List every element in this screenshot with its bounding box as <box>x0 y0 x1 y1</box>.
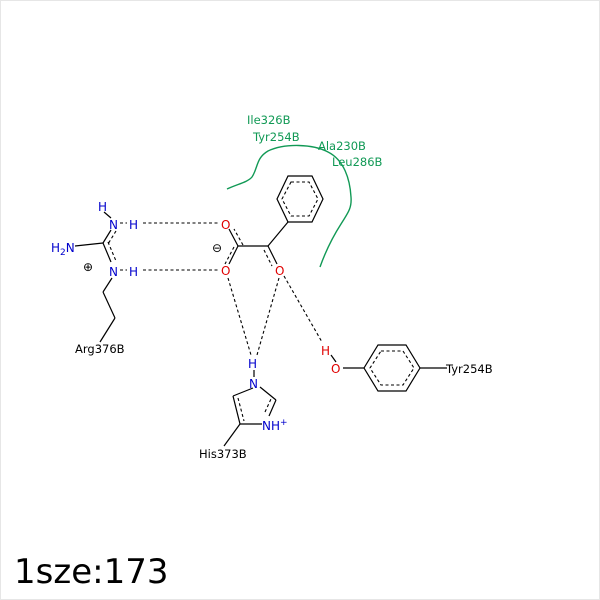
ligand-oxygen-top: O <box>221 218 230 232</box>
hbond-his-keto <box>256 277 280 356</box>
tyr-phenol-ring <box>330 344 447 392</box>
ligand-phenyl-ring <box>276 175 324 223</box>
hydrophobic-residue-tyr254b: Tyr254B <box>252 130 300 144</box>
his-nitrogen-top: N <box>249 377 258 391</box>
hbond-his-carboxylate <box>227 277 252 356</box>
ligand-oxygen-bottom: O <box>221 264 230 278</box>
arg-nitrogen-top: N <box>109 218 118 232</box>
hydrophobic-residue-ala230b: Ala230B <box>318 139 366 153</box>
his-hydrogen: H <box>248 357 257 371</box>
arg-hydrogen-bottom-bond: H <box>129 265 138 279</box>
positive-charge-icon: ⊕ <box>83 260 93 274</box>
ligand-oxygen-keto: O <box>275 264 284 278</box>
arg-hydrogen-top-bond: H <box>129 218 138 232</box>
his-nitrogen-protonated: NH+ <box>262 418 288 433</box>
hbond-tyr-keto <box>283 275 323 343</box>
tyr-oxygen: O <box>331 362 340 376</box>
negative-charge-icon: ⊖ <box>212 241 222 255</box>
his-imidazole-ring <box>223 370 277 447</box>
residue-label-his373b: His373B <box>199 447 247 461</box>
pdb-ligand-caption: 1sze:173 <box>14 552 169 592</box>
residue-label-tyr254b: Tyr254B <box>445 362 493 376</box>
arg-hydrogen-top: H <box>98 200 107 214</box>
arg-guanidinium <box>74 211 117 343</box>
ligand-backbone <box>224 221 289 267</box>
hydrophobic-residue-ile326b: Ile326B <box>247 113 291 127</box>
tyr-hydrogen: H <box>321 344 330 358</box>
residue-label-arg376b: Arg376B <box>75 342 125 356</box>
arg-nitrogen-bottom: N <box>109 265 118 279</box>
hydrophobic-residue-leu286b: Leu286B <box>332 155 383 169</box>
hydrophobic-contact-arc <box>226 144 352 268</box>
arg-nh2-group: H2N <box>51 241 75 258</box>
